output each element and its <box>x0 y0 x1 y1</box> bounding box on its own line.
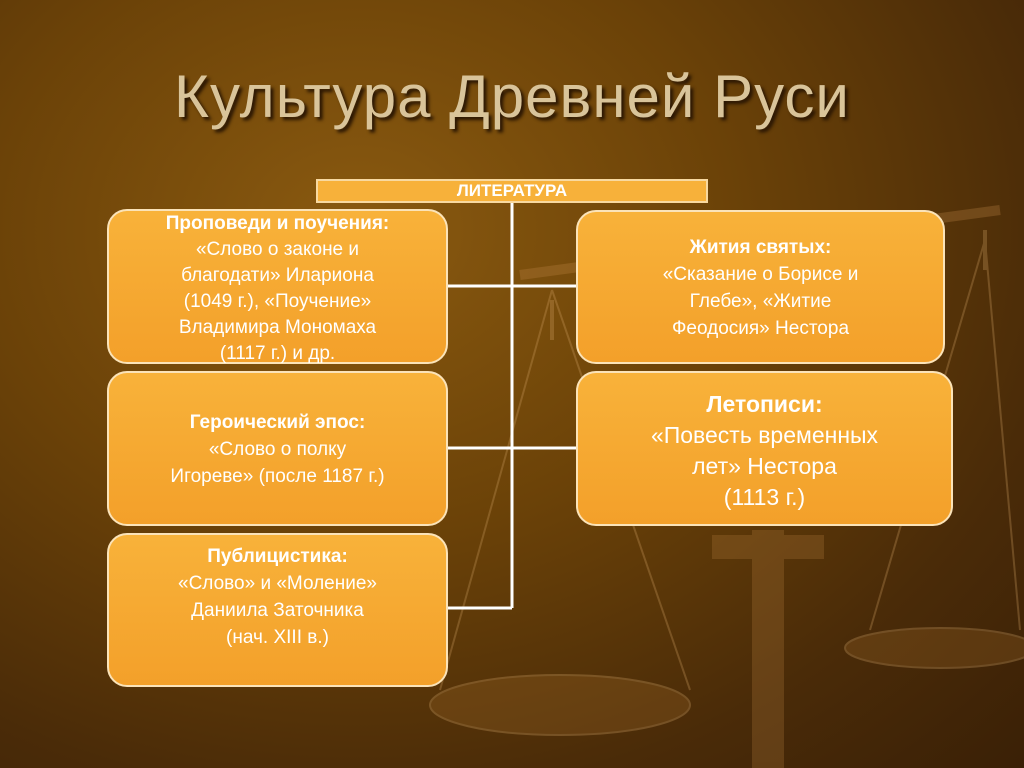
box-sermons-line: благодати» Илариона <box>181 265 374 286</box>
box-chronicles-line: лет» Нестора <box>692 453 837 479</box>
box-chronicles-heading: Летописи: <box>706 391 823 417</box>
box-sermons-line: «Слово о законе и <box>195 239 360 260</box>
box-sermons-line: Владимира Мономаха <box>178 317 377 338</box>
box-publicism: Публицистика: «Слово» и «Моление» Даниил… <box>107 533 448 687</box>
box-publicism-heading: Публицистика: <box>207 546 348 567</box>
box-epic-line: Игореве» (после 1187 г.) <box>170 466 385 487</box>
box-lives-line: «Сказание о Борисе и <box>662 264 859 285</box>
box-publicism-line: «Слово» и «Моление» <box>178 573 377 594</box>
box-lives-line: Глебе», «Житие <box>689 291 832 312</box>
box-chronicles-line: (1113 г.) <box>723 484 806 510</box>
box-epic-line: «Слово о полку <box>208 439 347 460</box>
box-epic-heading: Героический эпос: <box>189 412 366 433</box>
box-lives-heading: Жития святых: <box>689 237 832 258</box>
box-sermons-line: (1117 г.) и др. <box>219 343 336 364</box>
box-publicism-line: Даниила Заточника <box>191 600 364 621</box>
box-chronicles-line: «Повесть временных <box>650 422 879 448</box>
slide-title: Культура Древней Руси <box>174 63 850 130</box>
box-sermons-heading: Проповеди и поучения: <box>165 213 390 234</box>
box-publicism-line: (нач. XIII в.) <box>226 627 329 648</box>
literature-header-box: ЛИТЕРАТУРА <box>316 179 708 203</box>
box-heroic-epic: Героический эпос: «Слово о полку Игореве… <box>107 371 448 526</box>
box-lives-of-saints: Жития святых: «Сказание о Борисе и Глебе… <box>576 210 945 364</box>
box-sermons-line: (1049 г.), «Поучение» <box>183 291 372 312</box>
box-lives-line: Феодосия» Нестора <box>671 318 850 339</box>
box-sermons: Проповеди и поучения: «Слово о законе и … <box>107 209 448 364</box>
box-chronicles: Летописи: «Повесть временных лет» Нестор… <box>576 371 953 526</box>
